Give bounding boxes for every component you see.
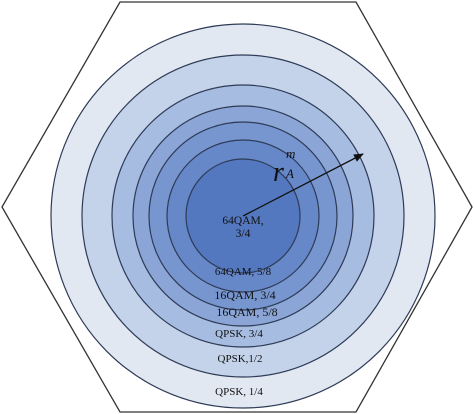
label-qpsk-1-4: QPSK, 1/4 xyxy=(215,386,263,398)
label-16qam-5-8: 16QAM, 5/8 xyxy=(216,305,277,319)
radius-symbol: r xyxy=(273,157,284,188)
label-qpsk-1-2: QPSK,1/2 xyxy=(218,353,263,365)
label-64qam-3-4-line1: 64QAM, xyxy=(222,215,263,227)
label-64qam-3-4-line2: 3/4 xyxy=(236,228,251,240)
radius-arrow xyxy=(242,153,364,217)
label-16qam-3-4: 16QAM, 3/4 xyxy=(214,288,275,302)
radius-subscript: A xyxy=(285,166,294,181)
label-qpsk-3-4: QPSK, 3/4 xyxy=(215,328,263,340)
label-64qam-5-8: 64QAM, 5/8 xyxy=(215,266,272,278)
radius-superscript: m xyxy=(286,146,295,161)
